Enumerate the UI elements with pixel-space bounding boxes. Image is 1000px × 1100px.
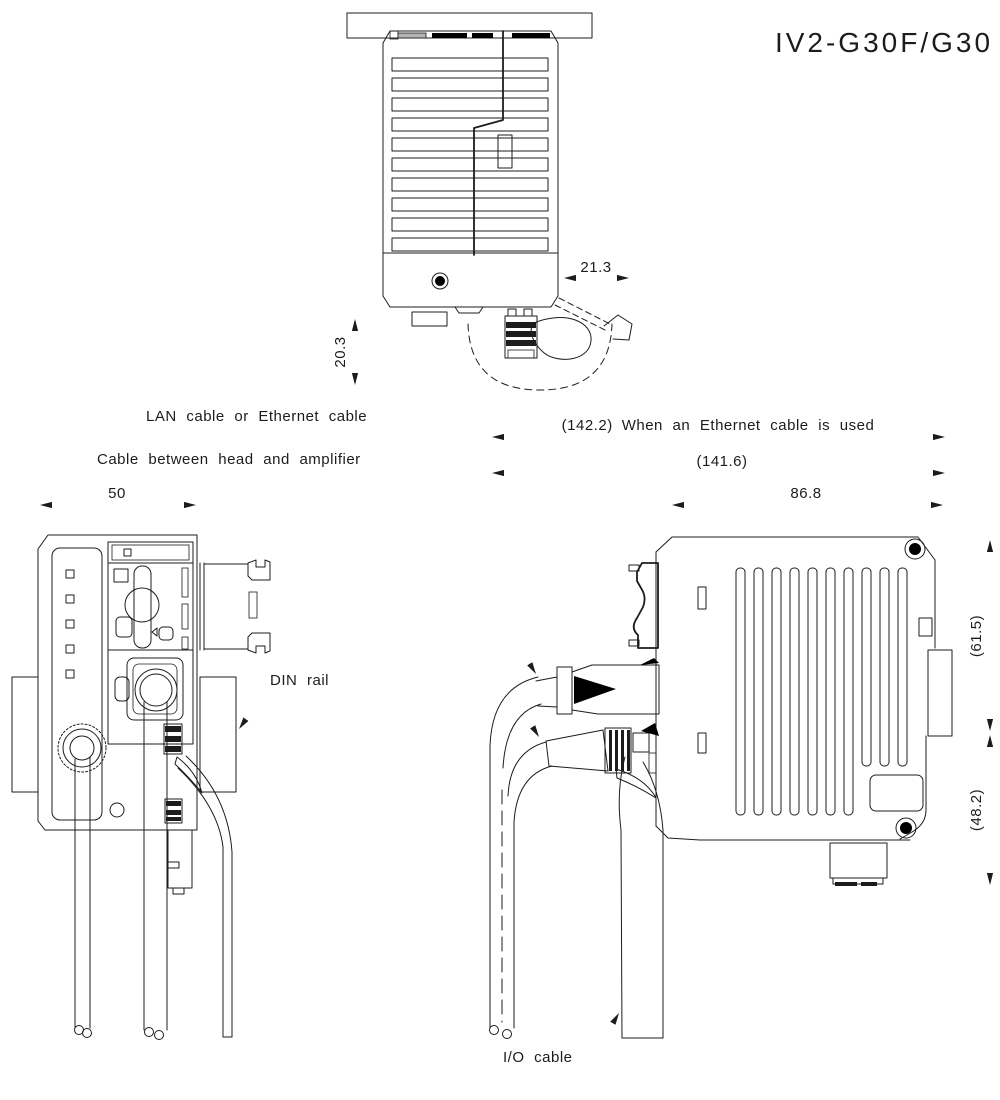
eject-arrow-icon	[151, 627, 158, 637]
ethernet-plug	[535, 658, 660, 715]
sd-card-compartment	[107, 562, 194, 651]
din-rail-cross-section	[927, 649, 953, 737]
dim-height-above: (61.5)	[968, 540, 994, 731]
bottom-connector	[829, 842, 888, 886]
sd-card-slot	[133, 565, 152, 649]
screw-icon-bottom	[895, 817, 917, 839]
side-view: (142.2)When an Ethernet cable is used (1…	[489, 417, 994, 1039]
front-left-panel	[51, 547, 103, 821]
screw-icon	[431, 272, 449, 290]
power-cable	[74, 756, 92, 1038]
model-title: IV2-G30F/G30	[775, 27, 993, 58]
din-rail-label: DIN rail	[270, 672, 329, 689]
amplifier-body-top-outline	[382, 30, 559, 308]
screw-hole	[109, 802, 125, 818]
mount-foot	[411, 311, 448, 327]
cable-routing-groove	[473, 30, 504, 256]
dim-front-width: 50	[40, 485, 196, 509]
release-lever	[554, 297, 633, 341]
din-rail-callout: DIN rail	[239, 672, 329, 729]
dim-text-61-5: (61.5)	[968, 615, 985, 657]
bottom-tab	[167, 829, 193, 895]
expansion-connector-clip	[628, 562, 659, 649]
led-indicators	[65, 569, 75, 679]
top-vent-slats	[391, 57, 549, 252]
din-rail-front	[11, 676, 237, 793]
io-cable-callout: I/O cable	[503, 1013, 619, 1066]
io-cable-side	[615, 756, 664, 1039]
din-mount-flange	[346, 12, 593, 39]
io-cable-label: I/O cable	[503, 1049, 573, 1066]
power-cable-gland	[57, 723, 107, 773]
head-connector-front	[107, 649, 194, 745]
side-vent-slots	[735, 567, 908, 816]
dim-text-50: 50	[108, 485, 126, 502]
amplifier-body-side	[655, 536, 936, 841]
head-cable-front	[143, 701, 168, 1040]
io-flat-cable-front	[174, 755, 233, 1038]
dim-text-21-3: 21.3	[580, 259, 611, 276]
amplifier-body-front-outline	[37, 534, 198, 831]
dim-body-depth: 86.8	[672, 485, 943, 509]
head-connector-top	[504, 308, 538, 359]
dim-text-86-8: 86.8	[790, 485, 821, 502]
top-slot-row	[389, 30, 550, 40]
callout-labels: LAN cable or Ethernet cable Cable betwee…	[97, 27, 993, 1066]
io-terminal-blocks	[163, 723, 183, 824]
head-cable-callout: Cable between head and amplifier	[97, 451, 539, 737]
dim-height-below: (48.2)	[968, 735, 994, 885]
connected-cables	[489, 676, 553, 1039]
top-view: 21.3 20.3	[332, 12, 633, 391]
open-cover-door	[199, 559, 271, 654]
din-latch	[869, 774, 924, 812]
top-label-bar	[107, 541, 194, 564]
dim-text-48-2: (48.2)	[968, 789, 985, 831]
lan-cable-callout: LAN cable or Ethernet cable	[146, 408, 536, 674]
head-cable-label: Cable between head and amplifier	[97, 451, 361, 468]
dim-overall-ethernet: (142.2)When an Ethernet cable is used	[492, 417, 945, 441]
swing-arc	[467, 323, 613, 391]
head-cable-connector	[545, 723, 659, 774]
dim-lever-swing: 21.3	[564, 259, 629, 282]
screw-icon-top	[904, 538, 926, 560]
connector-rotated-outline	[530, 317, 592, 360]
lan-cable-label: LAN cable or Ethernet cable	[146, 408, 367, 425]
dim-connector-protrusion: 20.3	[332, 319, 359, 385]
dim-text-141-6: (141.6)	[696, 453, 747, 470]
dim-text-20-3: 20.3	[332, 336, 349, 367]
din-release-tab	[454, 306, 484, 314]
dim-overall: (141.6)	[492, 453, 945, 477]
dim-text-142-2: (142.2)When an Ethernet cable is used	[562, 417, 875, 434]
front-view: 50	[11, 485, 329, 1040]
